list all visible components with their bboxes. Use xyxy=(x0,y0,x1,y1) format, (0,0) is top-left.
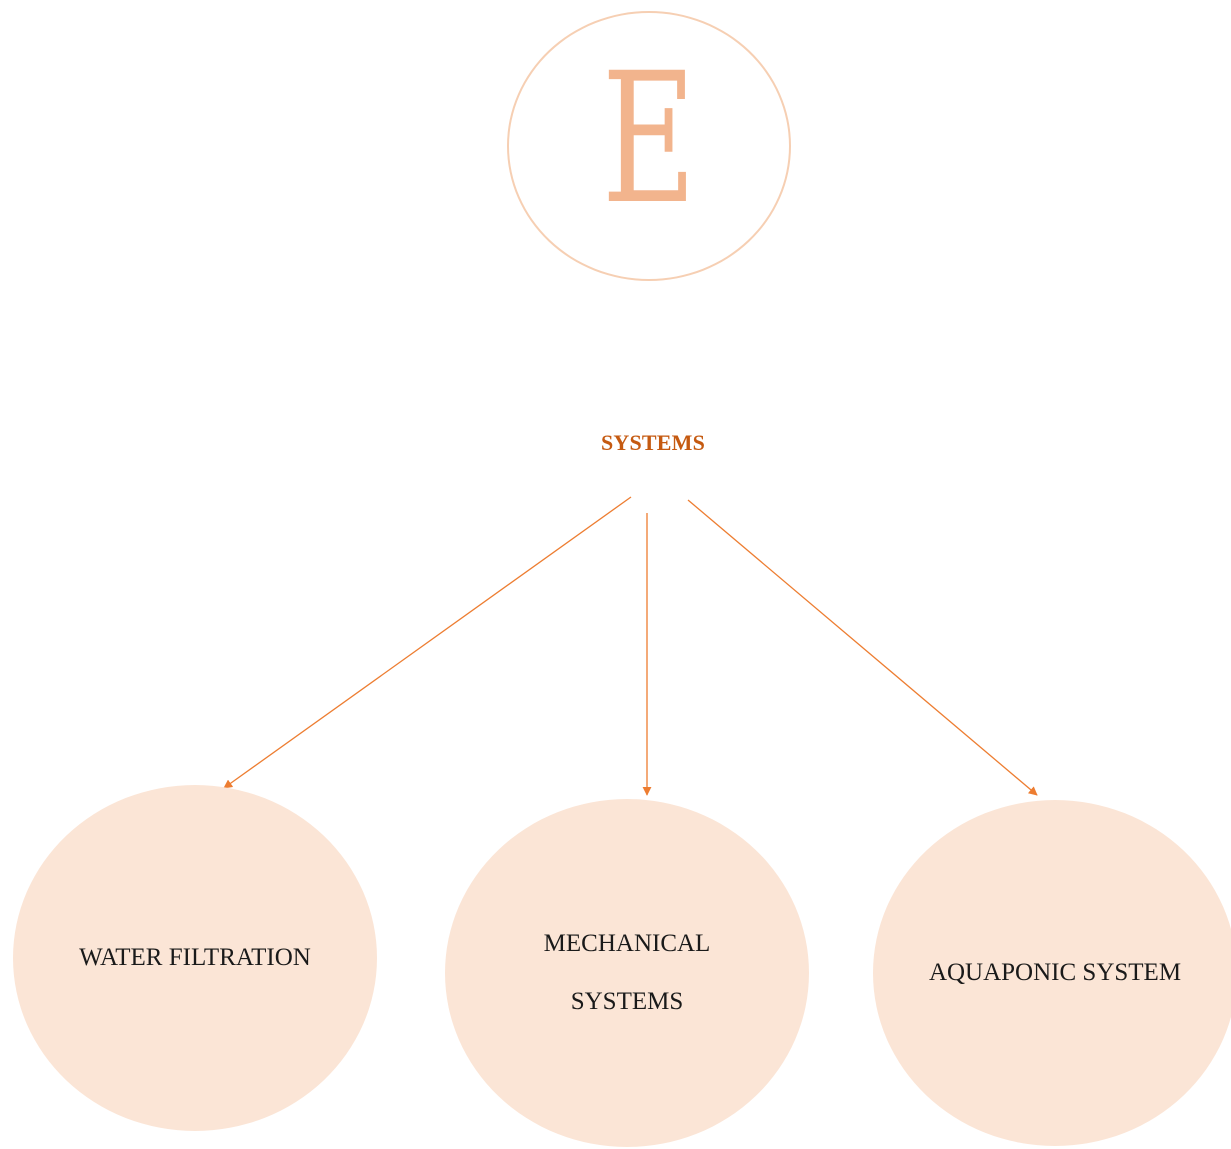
arrow-to-aquaponic-system xyxy=(687,499,1038,796)
logo-letter: E xyxy=(601,35,697,244)
node-label-aquaponic-system: AQUAPONIC SYSTEM xyxy=(928,959,1182,986)
node-aquaponic-system: AQUAPONIC SYSTEM xyxy=(873,800,1231,1146)
systems-heading: SYSTEMS xyxy=(600,430,706,455)
logo-circle xyxy=(507,11,791,281)
node-label-mechanical-systems: MECHANICAL SYSTEMS xyxy=(543,930,711,1015)
node-label-water-filtration: WATER FILTRATION xyxy=(79,944,311,971)
node-mechanical-systems: MECHANICAL SYSTEMS xyxy=(445,799,809,1147)
node-water-filtration: WATER FILTRATION xyxy=(13,785,377,1131)
arrow-to-water-filtration xyxy=(223,496,632,789)
